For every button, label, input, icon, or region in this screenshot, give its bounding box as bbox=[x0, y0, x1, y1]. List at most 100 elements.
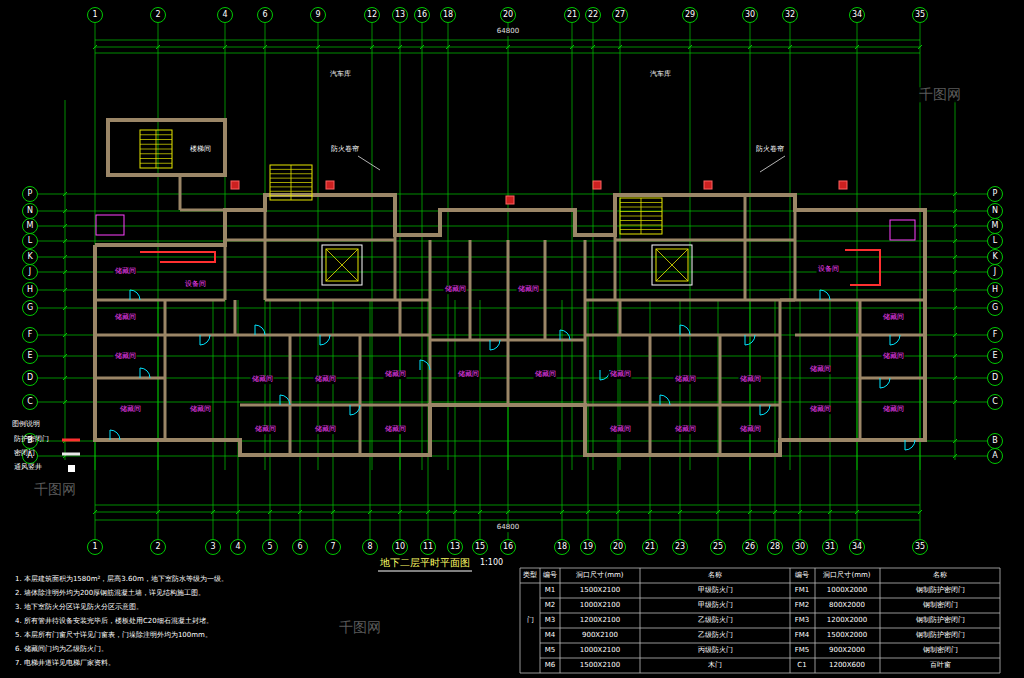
door-swing bbox=[130, 290, 140, 300]
dimension-tick bbox=[63, 239, 67, 243]
room-name: 储藏间 bbox=[739, 426, 762, 434]
room-name: 设备间 bbox=[184, 281, 207, 289]
axis-letter: D bbox=[27, 374, 33, 383]
axis-bubble bbox=[258, 8, 273, 23]
room-name: 储藏间 bbox=[114, 353, 137, 361]
axis-number: 31 bbox=[825, 543, 835, 552]
axis-letter: C bbox=[27, 398, 33, 407]
table-cell: 木门 bbox=[708, 662, 722, 670]
axis-bubble bbox=[23, 371, 38, 386]
axis-number: 9 bbox=[315, 11, 320, 20]
dimension-tick bbox=[616, 510, 620, 514]
dimension-tick bbox=[953, 239, 957, 243]
leader-line bbox=[358, 156, 380, 170]
axis-number: 3 bbox=[210, 543, 215, 552]
stair-rail bbox=[291, 165, 292, 200]
axis-letter: G bbox=[992, 304, 998, 313]
door-swing bbox=[880, 378, 890, 388]
dimension-line bbox=[95, 40, 920, 41]
legend-swatch bbox=[68, 465, 75, 472]
axis-number: 2 bbox=[155, 11, 160, 20]
axis-bubble bbox=[555, 540, 570, 555]
axis-bubble bbox=[23, 219, 38, 234]
axis-bubble bbox=[913, 540, 928, 555]
table-rule bbox=[520, 673, 1000, 674]
axis-bubble bbox=[448, 540, 463, 555]
axis-line bbox=[38, 378, 987, 379]
table-cell: 钢制密闭门 bbox=[923, 602, 958, 610]
room-name: 储藏间 bbox=[882, 353, 905, 361]
table-cell: 1000X2100 bbox=[580, 647, 620, 655]
axis-number: 11 bbox=[423, 543, 433, 552]
interior-wall bbox=[619, 300, 622, 335]
table-cell: 钢制防护密闭门 bbox=[916, 587, 965, 595]
note-line: 1. 本层建筑面积为1580m²，层高3.60m，地下室防水等级为一级。 bbox=[15, 576, 228, 584]
table-cell: 丙级防火门 bbox=[698, 647, 733, 655]
axis-number: 30 bbox=[745, 11, 755, 20]
table-rule bbox=[540, 568, 541, 673]
axis-number: 6 bbox=[262, 11, 267, 20]
axis-number: 6 bbox=[297, 543, 302, 552]
dimension-tick bbox=[678, 510, 682, 514]
table-cell: 1000X2000 bbox=[827, 587, 867, 595]
dimension-tick bbox=[953, 439, 957, 443]
door-swing bbox=[560, 330, 570, 340]
axis-bubble bbox=[783, 8, 798, 23]
dimension-line bbox=[955, 100, 956, 460]
table-cell: 1500X2000 bbox=[827, 632, 867, 640]
dimension-tick bbox=[156, 510, 160, 514]
door-swing bbox=[320, 335, 330, 345]
axis-number: 23 bbox=[675, 543, 685, 552]
table-cell: 900X2000 bbox=[829, 647, 865, 655]
note-line: 5. 本层所有门窗尺寸详见门窗表，门垛除注明外均为100mm。 bbox=[15, 632, 212, 640]
axis-letter: K bbox=[27, 253, 32, 262]
axis-line bbox=[38, 241, 987, 242]
stair-rail bbox=[641, 198, 642, 234]
axis-bubble bbox=[850, 8, 865, 23]
table-cell: 甲级防火门 bbox=[698, 587, 733, 595]
axis-bubble bbox=[711, 540, 726, 555]
axis-bubble bbox=[218, 8, 233, 23]
shaft-symbol bbox=[506, 196, 514, 204]
dimension-tick bbox=[63, 270, 67, 274]
interior-wall bbox=[95, 299, 225, 302]
dimension-tick bbox=[63, 255, 67, 259]
interior-wall bbox=[585, 404, 780, 407]
axis-letter: F bbox=[28, 331, 33, 340]
note-line: 2. 墙体除注明外均为200厚钢筋混凝土墙，详见结构施工图。 bbox=[15, 590, 205, 598]
table-cell: M3 bbox=[545, 617, 556, 625]
axis-bubble bbox=[23, 349, 38, 364]
interior-wall bbox=[860, 377, 925, 380]
interior-wall bbox=[234, 300, 237, 335]
room-name: 储藏间 bbox=[119, 406, 142, 414]
interior-wall bbox=[394, 195, 397, 300]
table-cell: FM1 bbox=[795, 587, 810, 595]
axis-bubble bbox=[326, 540, 341, 555]
axis-letter: J bbox=[29, 268, 31, 277]
dimension-tick bbox=[446, 45, 450, 49]
room-name: 储藏间 bbox=[189, 406, 212, 414]
shaft-symbol bbox=[326, 181, 334, 189]
door-swing bbox=[905, 440, 915, 450]
axis-number: 26 bbox=[745, 543, 755, 552]
dimension-tick bbox=[298, 510, 302, 514]
axis-bubble bbox=[501, 540, 516, 555]
axis-letter: L bbox=[28, 237, 32, 246]
dimension-tick bbox=[63, 306, 67, 310]
axis-number: 20 bbox=[613, 543, 623, 552]
dimension-tick bbox=[93, 510, 97, 514]
interior-wall bbox=[859, 300, 862, 440]
table-rule bbox=[520, 568, 1000, 569]
axis-letter: M bbox=[27, 222, 34, 231]
axis-line bbox=[38, 456, 987, 457]
dimension-tick bbox=[426, 510, 430, 514]
interior-wall bbox=[744, 195, 747, 300]
axis-number: 5 bbox=[267, 543, 272, 552]
axis-bubble bbox=[23, 265, 38, 280]
axis-line bbox=[448, 23, 449, 470]
axis-letter: E bbox=[27, 352, 32, 361]
interior-wall bbox=[544, 240, 547, 340]
room-name: 储藏间 bbox=[534, 371, 557, 379]
interior-wall bbox=[507, 240, 510, 405]
axis-bubble bbox=[23, 328, 38, 343]
